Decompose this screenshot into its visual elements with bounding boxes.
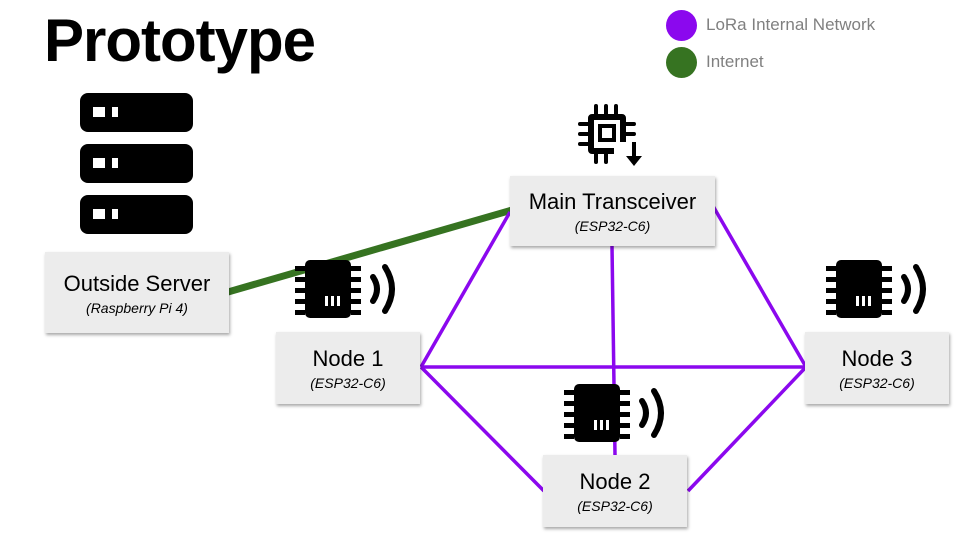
chip-download-icon [578, 104, 642, 166]
node-1-name: Node 1 [312, 346, 384, 371]
legend-swatch-internet [666, 46, 697, 78]
main-transceiver-name: Main Transceiver [528, 189, 697, 214]
main-transceiver-box: Main Transceiver (ESP32-C6) [510, 176, 715, 246]
chip-wireless-icon [564, 384, 664, 442]
server-rack-icon [80, 93, 193, 234]
node-2-subtitle: (ESP32-C6) [577, 498, 653, 514]
lora-link-main-node3 [711, 205, 808, 368]
node-1-subtitle: (ESP32-C6) [310, 375, 386, 391]
legend-item-internet: Internet [666, 46, 764, 78]
chip-wireless-icon [826, 260, 926, 318]
legend-item-lora: LoRa Internal Network [666, 9, 875, 41]
legend-label-internet: Internet [706, 52, 764, 71]
node-3-box: Node 3 (ESP32-C6) [805, 332, 949, 404]
page-title: Prototype [44, 7, 316, 74]
legend-swatch-lora [666, 9, 697, 41]
lora-link-node1-node2 [419, 365, 546, 493]
lora-link-main-node1 [419, 211, 512, 368]
chip-wireless-icon [295, 260, 395, 318]
lora-link-node3-node2 [686, 365, 808, 493]
main-transceiver-subtitle: (ESP32-C6) [574, 218, 651, 234]
legend-label-lora: LoRa Internal Network [706, 15, 876, 34]
internet-link-server-main [227, 206, 513, 296]
outside-server-subtitle: (Raspberry Pi 4) [86, 300, 188, 316]
node-2-name: Node 2 [579, 469, 651, 494]
outside-server-box: Outside Server (Raspberry Pi 4) [45, 252, 229, 333]
outside-server-name: Outside Server [63, 271, 211, 296]
node-1-box: Node 1 (ESP32-C6) [276, 332, 420, 404]
node-3-name: Node 3 [841, 346, 913, 371]
node-2-box: Node 2 (ESP32-C6) [543, 455, 687, 527]
node-3-subtitle: (ESP32-C6) [839, 375, 915, 391]
